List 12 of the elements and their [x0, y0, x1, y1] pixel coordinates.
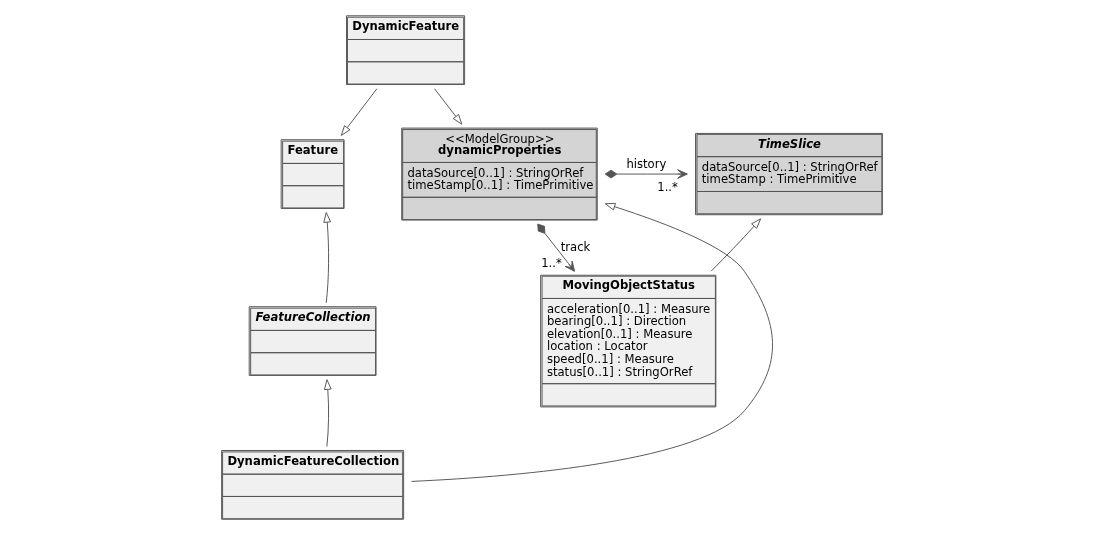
arrow [340, 88, 377, 136]
edge-label: track [560, 239, 590, 254]
arrow [536, 223, 575, 272]
arrow [710, 218, 761, 272]
label: 1..* [656, 179, 678, 194]
edge-label: history [625, 156, 666, 171]
arrow [604, 169, 688, 179]
arrow [410, 202, 773, 482]
arrow [322, 212, 331, 304]
label: 1..* [540, 256, 562, 271]
arrow [323, 379, 332, 448]
arrow [433, 88, 462, 125]
